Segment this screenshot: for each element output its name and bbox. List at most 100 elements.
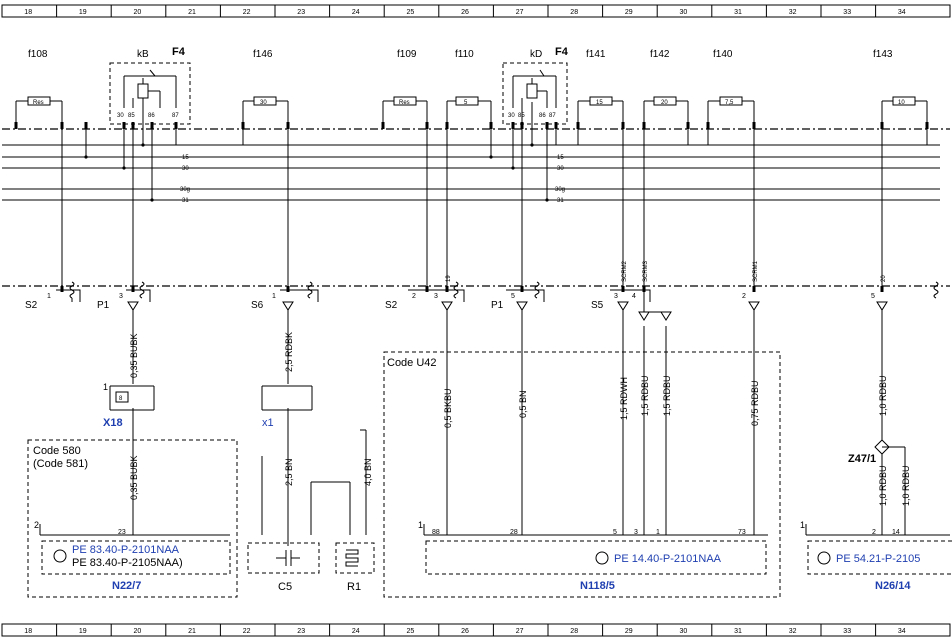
- fuse-terminal: [686, 122, 690, 129]
- pin-s2b-3: 3: [434, 293, 438, 300]
- connector-terminal: [286, 286, 290, 292]
- connector-terminal: [520, 286, 524, 292]
- grid-number: 28: [570, 628, 578, 635]
- n118-side-pin: 1: [418, 520, 423, 530]
- grid-number: 33: [843, 628, 851, 635]
- n118-pin-28: 28: [510, 529, 518, 536]
- fuse-f110: 5: [446, 96, 492, 128]
- label-f108: f108: [28, 49, 48, 60]
- grid-number: 34: [898, 628, 906, 635]
- fuse-f146-value: 30: [260, 100, 267, 106]
- lower-wires: [132, 286, 906, 535]
- connector-terminals: [60, 286, 884, 292]
- fuse-terminal: [706, 122, 710, 129]
- pin-s6-1: 1: [272, 293, 276, 300]
- connector-terminal: [752, 286, 756, 292]
- grid-number: 20: [134, 628, 142, 635]
- grid-number: 24: [352, 9, 360, 16]
- wire-arrows: [127, 301, 888, 321]
- wire-arrow: [876, 301, 888, 311]
- wire-label-w10: 1,5 RDBU: [662, 375, 672, 416]
- pin-p1b-5: 5: [511, 293, 515, 300]
- wire-arrow: [441, 301, 453, 311]
- fuse-f140: 7,5: [707, 96, 755, 128]
- x1-label[interactable]: x1: [262, 417, 274, 429]
- splice-scrm2: SCRM2: [622, 260, 628, 282]
- wire-arrow: [617, 301, 629, 311]
- kD-pin-86: 86: [539, 113, 546, 119]
- transistor-icon: [595, 551, 609, 565]
- fuse-terminal: [489, 122, 493, 129]
- n26-ref[interactable]: PE 54.21-P-2105: [836, 553, 920, 565]
- n26-label[interactable]: N26/14: [875, 580, 911, 592]
- wire-label-w13: 1,0 RDBU: [878, 465, 888, 506]
- n22-pin-23: 23: [118, 529, 126, 536]
- connector-terminal: [425, 286, 429, 292]
- grid-number: 21: [188, 9, 196, 16]
- c5-label: C5: [278, 581, 292, 593]
- x18-label[interactable]: X18: [103, 417, 123, 429]
- grid-number: 32: [789, 628, 797, 635]
- wire-label-w2: 2,5 RDBK: [284, 332, 294, 372]
- wire-label-w9: 1,5 RDBU: [640, 375, 650, 416]
- grid-number: 31: [734, 9, 742, 16]
- conn-p1a: P1: [97, 300, 110, 311]
- label-kB: kB: [137, 49, 149, 60]
- fuse-f146: 30: [242, 96, 289, 128]
- junction-z47-1: Z47/1: [848, 439, 890, 465]
- bus-label-31-b: 31: [557, 198, 564, 204]
- transistor-icon: [53, 549, 67, 563]
- fuse-f108-value: Res: [33, 100, 44, 106]
- grid-number: 19: [79, 9, 87, 16]
- grid-number: 29: [625, 9, 633, 16]
- n22-ref1[interactable]: PE 83.40-P-2101NAA: [72, 544, 180, 556]
- bus-junction-dot: [511, 166, 515, 170]
- label-f142: f142: [650, 49, 670, 60]
- fuse-f108: Res: [15, 96, 63, 128]
- grid-number: 22: [243, 628, 251, 635]
- bus-junction-dot: [150, 198, 154, 202]
- grid-number: 33: [843, 9, 851, 16]
- code-u42: Code U42: [387, 357, 437, 369]
- grid-number: 20: [134, 9, 142, 16]
- bus-label-30g-b: 30g: [555, 187, 565, 193]
- n26-pin-2: 2: [872, 529, 876, 536]
- splice-scrm3: SCRM3: [643, 260, 649, 282]
- grid-number: 30: [680, 628, 688, 635]
- code-580: Code 580: [33, 445, 81, 457]
- connector-terminal: [621, 286, 625, 292]
- bus-junction-dot: [122, 166, 126, 170]
- grid-number: 25: [407, 9, 415, 16]
- component-c5: C5: [247, 456, 350, 593]
- pin-s5-3: 3: [614, 293, 618, 300]
- x18-side: 1: [103, 382, 108, 392]
- bus-junctions: [84, 143, 549, 202]
- grid-number: 34: [898, 9, 906, 16]
- bus-label-15-a: 15: [182, 155, 189, 161]
- wire-label-w14: 1,0 RDBU: [901, 465, 911, 506]
- connector-x18: 8 1 X18: [103, 382, 155, 429]
- relay-kB: 30 85 86 87: [109, 62, 191, 125]
- fuse-terminal: [621, 122, 625, 129]
- fuse-f109: Res: [382, 96, 428, 128]
- z47-label: Z47/1: [848, 453, 876, 465]
- pin-s2b-2: 2: [412, 293, 416, 300]
- n22-ref2: PE 83.40-P-2105NAA): [72, 557, 183, 569]
- n118-ref[interactable]: PE 14.40-P-2101NAA: [614, 553, 722, 565]
- n118-pin-88: 88: [432, 529, 440, 536]
- wire-label-w3: 0,35 BUBK: [129, 455, 139, 500]
- n22-label[interactable]: N22/7: [112, 580, 141, 592]
- grid-number: 23: [297, 628, 305, 635]
- bus-label-15-b: 15: [557, 155, 564, 161]
- fuse-f109-value: Res: [399, 100, 410, 106]
- fuse-terminal: [642, 122, 646, 129]
- splice-scrm1: SCRM1: [753, 260, 759, 282]
- grid-number: 23: [297, 9, 305, 16]
- fuse-f143: 10: [881, 96, 928, 128]
- n26-pin-14: 14: [892, 529, 900, 536]
- n118-label[interactable]: N118/5: [580, 580, 615, 592]
- wire-label-w8: 1,5 RDWH: [619, 377, 629, 420]
- connector-terminal: [131, 286, 135, 292]
- fuse-terminal: [425, 122, 429, 129]
